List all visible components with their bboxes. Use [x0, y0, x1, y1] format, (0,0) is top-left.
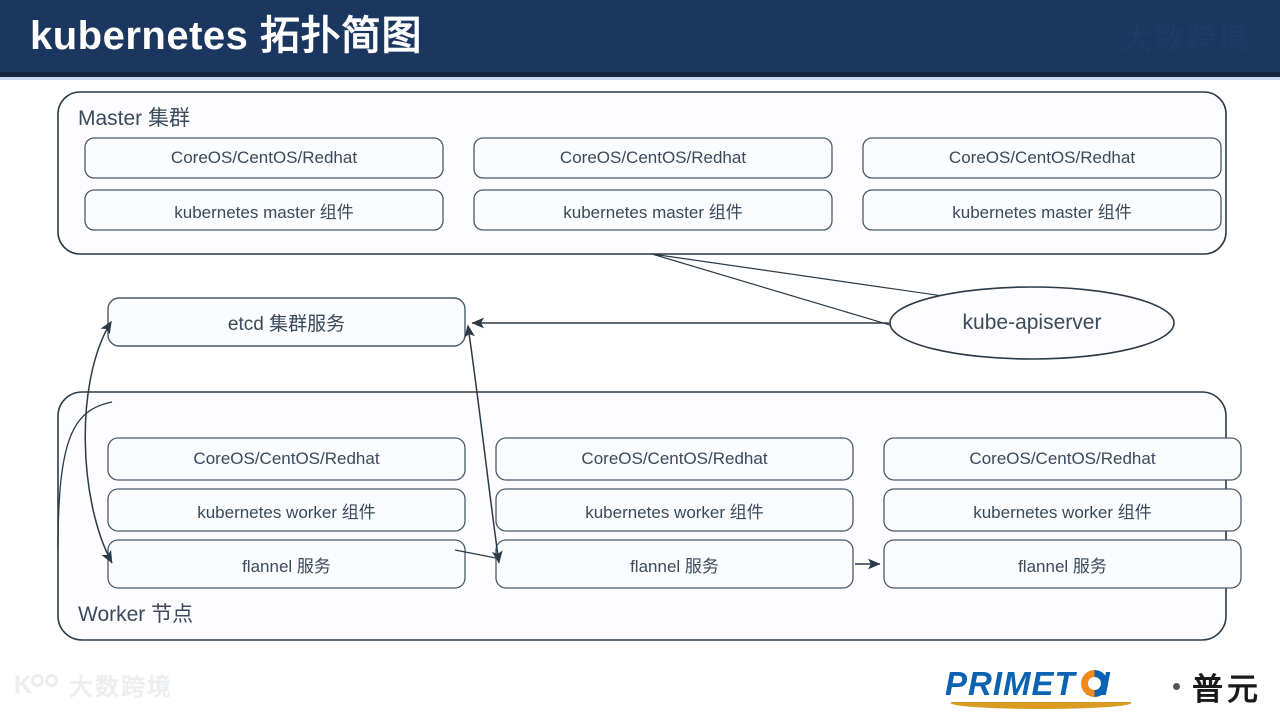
watermark-label: 大数跨境 — [69, 674, 173, 701]
watermark-logo-icon: K — [14, 671, 60, 699]
master-node-1-component-box — [84, 189, 444, 231]
worker-node-2-component-box — [495, 488, 854, 532]
master-node-3-component-box — [862, 189, 1222, 231]
diagram-svg — [57, 91, 1242, 641]
master-node-2-component-box — [473, 189, 833, 231]
kube-apiserver-ellipse — [889, 286, 1175, 360]
page-title: kubernetes 拓扑简图 — [30, 14, 423, 58]
brand-separator-dot-icon — [1173, 683, 1180, 690]
master-node-1-os-box — [84, 137, 444, 179]
primeton-brand: PRIMET N 普元 — [945, 664, 1262, 709]
diagram-canvas: Master 集群 CoreOS/CentOS/Redhat kubernete… — [0, 80, 1280, 655]
slide-footer: K 大数跨境 PRIMET N 普元 — [0, 655, 1280, 720]
watermark-circle-2-icon — [45, 673, 58, 687]
worker-node-1-os-box — [107, 437, 466, 481]
worker-node-3-component-box — [883, 488, 1242, 532]
header-rule — [0, 77, 1280, 80]
worker-node-3-os-box — [883, 437, 1242, 481]
worker2-left-guide — [454, 549, 497, 559]
brand-chinese-name: 普元 — [1192, 672, 1262, 707]
worker-node-1-component-box — [107, 488, 466, 532]
master-node-3-os-box — [862, 137, 1222, 179]
watermark-k-glyph: K — [14, 670, 33, 699]
primeton-logo-icon: PRIMET N — [945, 665, 1161, 709]
worker-group-left-guide — [57, 401, 113, 551]
watermark-dashujingjing: K 大数跨境 — [14, 667, 173, 702]
slide-header: 大数跨境 kubernetes 拓扑简图 — [0, 0, 1280, 72]
worker-node-2-os-box — [495, 437, 854, 481]
primeton-swoosh-icon — [951, 701, 1131, 709]
etcd-box — [107, 297, 466, 347]
etcd-worker2-flannel-arrow — [464, 324, 503, 564]
watermark-circle-1-icon — [31, 673, 44, 687]
worker-node-2-network-box — [495, 539, 854, 589]
header-watermark: 大数跨境 — [1122, 23, 1250, 56]
worker-node-3-network-box — [883, 539, 1242, 589]
etcd-worker1-flannel-arrow — [84, 320, 113, 564]
worker-node-1-network-box — [107, 539, 466, 589]
master-node-2-os-box — [473, 137, 833, 179]
primeton-o-inner-icon — [1088, 676, 1101, 690]
header-strip — [0, 72, 1280, 77]
